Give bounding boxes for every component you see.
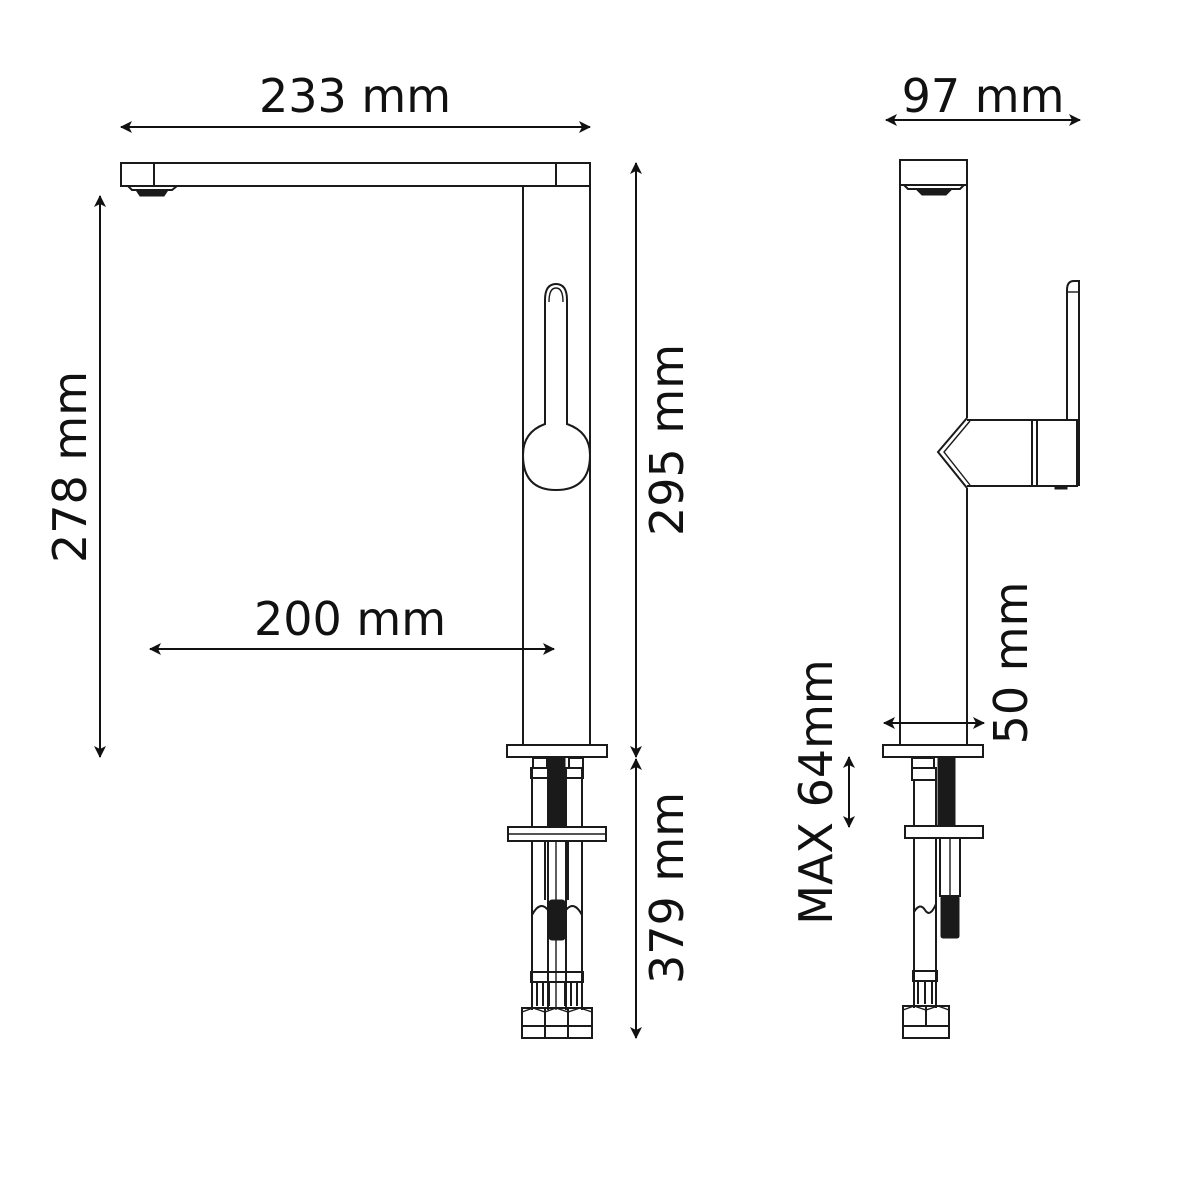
side-body	[899, 185, 968, 745]
label-97mm: 97 mm	[902, 69, 1065, 123]
dim-spout-reach-total: 233 mm	[120, 69, 591, 133]
spout-arm	[120, 162, 591, 197]
dim-below-deck: 379 mm	[630, 758, 694, 1039]
dim-max-deck-thickness: MAX 64mm	[789, 659, 855, 925]
threaded-rod	[547, 757, 566, 829]
label-200mm: 200 mm	[254, 592, 446, 646]
label-max-64mm: MAX 64mm	[789, 659, 843, 924]
side-view: 97 mm 50 mm MAX 64mm	[789, 69, 1081, 1039]
front-view: 233 mm 200 mm 278 mm 295 mm 379 mm	[43, 69, 694, 1039]
dim-body-diameter: 50 mm	[883, 582, 1038, 745]
label-50mm: 50 mm	[984, 582, 1038, 745]
mounting-assembly	[507, 757, 607, 1039]
dim-outlet-height: 278 mm	[43, 195, 106, 758]
label-379mm: 379 mm	[640, 792, 694, 984]
label-295mm: 295 mm	[640, 344, 694, 536]
side-deck-plate	[882, 744, 984, 758]
faucet-body	[522, 186, 591, 745]
dim-side-depth: 97 mm	[885, 69, 1081, 126]
lever-handle	[521, 282, 592, 492]
hose-fittings	[536, 982, 578, 1006]
side-lever-handle	[936, 280, 1080, 490]
side-hex-nut	[902, 1005, 950, 1039]
label-233mm: 233 mm	[259, 69, 451, 123]
side-mounting-assembly	[902, 757, 984, 1039]
dim-total-height: 295 mm	[630, 162, 694, 758]
hex-nuts	[521, 1007, 593, 1039]
deck-plate	[506, 744, 608, 758]
dim-spout-reach-center: 200 mm	[149, 592, 555, 655]
side-threaded-rod	[937, 757, 956, 827]
label-278mm: 278 mm	[43, 371, 97, 563]
